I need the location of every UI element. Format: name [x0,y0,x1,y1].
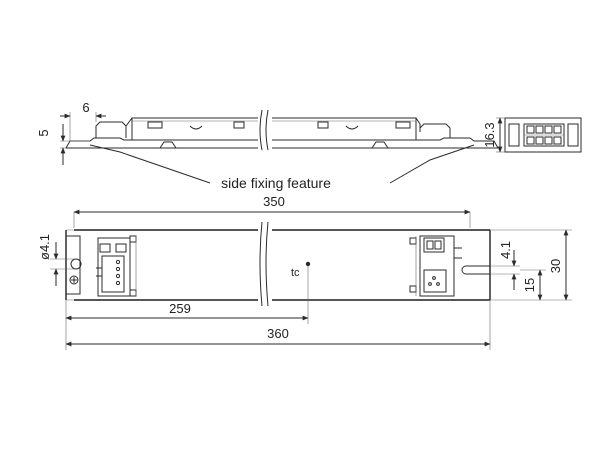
dim-360-label: 360 [267,326,289,341]
dim-259-label: 259 [169,301,191,316]
dim-5-label: 5 [36,129,51,136]
dim-15-label: 15 [522,278,537,292]
dim-350-label: 350 [263,194,285,209]
dim-30-label: 30 [548,259,563,273]
dim-6-label: 6 [82,100,89,115]
dim-right [490,229,572,301]
end-view [496,117,582,153]
plan-view [65,221,491,324]
dim-4-1-label: 4.1 [498,241,513,259]
dim-dia-label: ø4.1 [37,234,52,260]
dim-dia [50,242,74,286]
dim-16-3-label: 16.3 [482,122,497,147]
side-fixing-feature-label: side fixing feature [221,175,331,191]
dim-350 [73,209,471,228]
tc-label: tc [291,267,300,279]
dim-360 [65,300,491,350]
side-view: 5 6 [36,100,499,184]
